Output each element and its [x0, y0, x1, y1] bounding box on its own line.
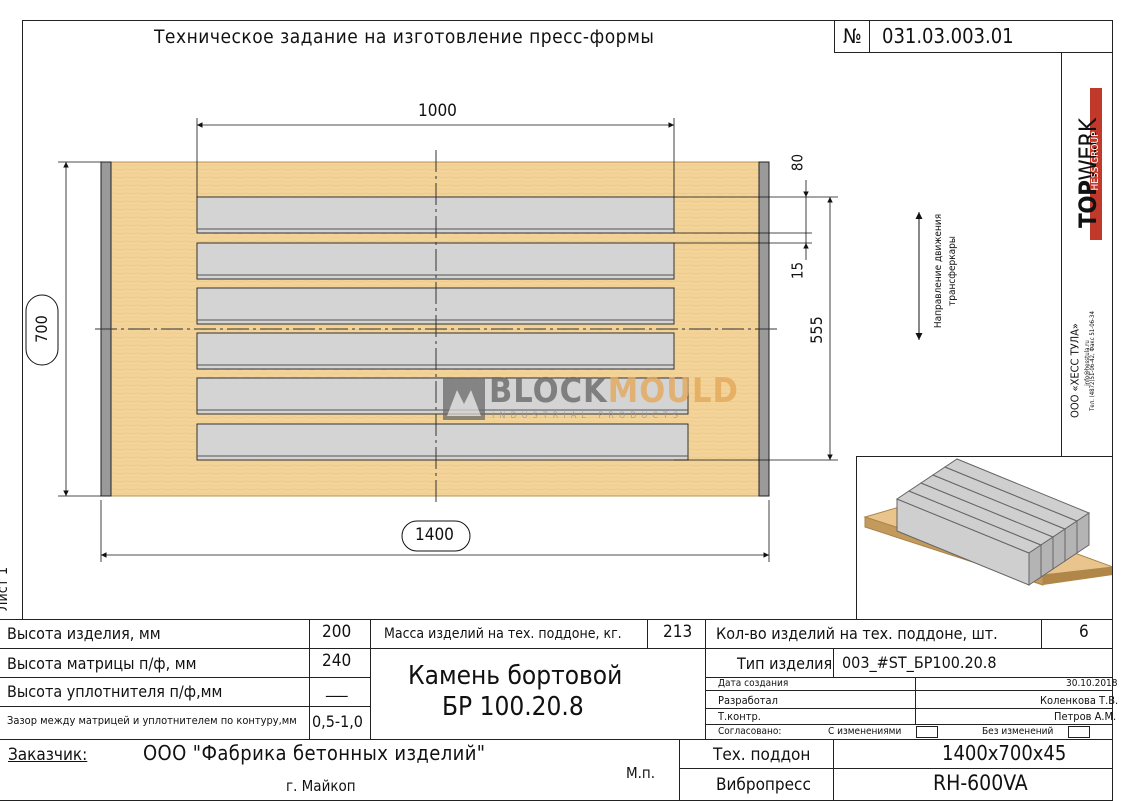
control-label: Т.контр. [718, 710, 761, 723]
pallet-3d-preview [856, 456, 1114, 620]
row2-value: 240 [322, 651, 352, 671]
pallet-label: Тех. поддон [713, 745, 811, 765]
frame-right [1112, 20, 1113, 801]
col-value-left [309, 619, 310, 739]
sheet-label: Лист 1 [0, 567, 11, 611]
control-value: Петров А.М. [1054, 710, 1117, 723]
stone-5 [196, 377, 689, 415]
watermark-text: BLOCKMOULD [489, 374, 739, 408]
row4-value: 0,5-1,0 [312, 712, 363, 731]
without-changes-checkbox[interactable] [1068, 726, 1090, 738]
col-mid-left [370, 619, 371, 739]
header-divider-2 [869, 20, 870, 53]
brand-red-bar [1090, 88, 1102, 240]
frame-left [22, 20, 23, 620]
press-value: RH-600VA [933, 771, 1028, 795]
with-changes-label: С изменениями [828, 726, 902, 737]
mass-value: 213 [663, 622, 693, 642]
direction-label-2: трансферкары [947, 236, 958, 306]
press-label: Вибропресс [716, 775, 811, 795]
col-mass-end [705, 619, 706, 739]
stamp-label: М.п. [626, 764, 656, 782]
row3-value: ___ [326, 678, 348, 697]
created-row-line [705, 690, 1113, 691]
count-label: Кол-во изделий на тех. поддоне, шт. [716, 624, 998, 643]
dim-555-label: 555 [807, 316, 826, 344]
with-changes-checkbox[interactable] [916, 726, 938, 738]
dim-700-bubble [25, 294, 59, 366]
col-mass-value [647, 619, 648, 648]
row1-value: 200 [322, 622, 352, 642]
row1-label: Высота изделия, мм [7, 624, 161, 643]
developer-label: Разработал [718, 694, 778, 707]
header-divider-1 [834, 20, 835, 53]
pallet-3d-image [863, 458, 1114, 586]
stone-6 [196, 423, 689, 461]
row2-label: Высота матрицы п/ф, мм [7, 654, 197, 673]
row-line-2 [0, 677, 370, 678]
mass-label: Масса изделий на тех. поддоне, кг. [384, 626, 622, 642]
customer-label: Заказчик: [8, 745, 88, 765]
pallet-row-line [679, 768, 1113, 769]
without-changes-label: Без изменений [982, 726, 1054, 737]
product-name-2: БР 100.20.8 [442, 692, 584, 722]
created-value: 30.10.2018 [1066, 678, 1118, 689]
brand-sep [1061, 52, 1062, 456]
col-pallet-left [679, 739, 680, 801]
watermark-mould: MOULD [607, 371, 739, 411]
dev-row-line [705, 708, 1113, 709]
dim-700-label: 700 [32, 315, 51, 343]
dim-15-label: 15 [788, 261, 807, 280]
type-row-line [705, 677, 1113, 678]
frame-top [22, 20, 1113, 21]
row-line-3 [0, 706, 370, 707]
watermark-block: BLOCK [489, 371, 608, 411]
developer-value: Коленкова Т.В. [1040, 694, 1119, 707]
number-sign: № [843, 24, 862, 48]
table-top [0, 619, 1113, 620]
type-value: 003_#ST_БР100.20.8 [842, 653, 997, 672]
row3-label: Высота уплотнителя п/ф,мм [7, 682, 223, 701]
col-type-value [833, 648, 834, 677]
count-value: 6 [1079, 622, 1089, 642]
pallet-value: 1400x700x45 [942, 741, 1067, 765]
agreed-label: Согласовано: [718, 726, 782, 737]
row-line-4 [0, 739, 1113, 740]
col-count-value [1041, 619, 1042, 648]
col-meta-value [915, 677, 916, 724]
row-line-1 [0, 648, 370, 649]
pallet-drawing [25, 118, 923, 562]
document-number: 031.03.003.01 [882, 24, 1014, 48]
brand-logo: TOPWERK HESS GROUP [1068, 88, 1108, 240]
customer-value: ООО "Фабрика бетонных изделий" [143, 741, 486, 765]
city: г. Майкоп [286, 777, 356, 795]
dim-80-label: 80 [788, 153, 807, 172]
col-pallet-value [833, 739, 834, 801]
ctrl-row-line [705, 724, 1113, 725]
page-title: Техническое задание на изготовление прес… [154, 26, 655, 48]
product-name-1: Камень бортовой [408, 661, 623, 691]
watermark-logo [443, 378, 485, 420]
type-label: Тип изделия [737, 654, 833, 673]
dim-1400-label: 1400 [415, 525, 454, 545]
header-underline [834, 52, 1113, 53]
dim-1400-bubble [401, 520, 471, 552]
watermark-subtitle: INDUSTRIAL PRODUCTS [492, 411, 684, 421]
dim-1000-label: 1000 [418, 101, 457, 121]
direction-label-1: Направление движения [933, 213, 944, 329]
row4-label: Зазор между матрицей и уплотнителем по к… [7, 714, 297, 727]
mass-row-line [370, 648, 1113, 649]
created-label: Дата создания [718, 678, 789, 689]
curb-stones [196, 196, 689, 461]
